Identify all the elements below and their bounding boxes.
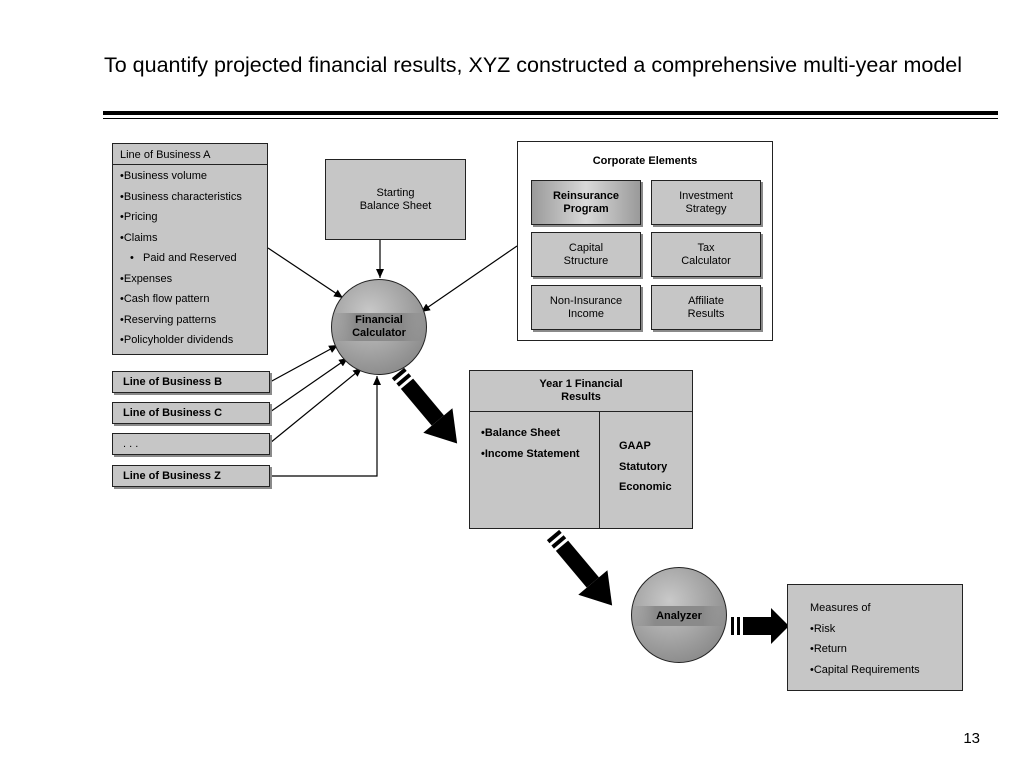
year1-right-list: GAAP Statutory Economic — [619, 436, 689, 498]
lob-a-item: •Business volume — [120, 170, 208, 182]
title-rule-thin — [103, 118, 998, 119]
slide-title: To quantify projected financial results,… — [104, 53, 963, 77]
year1-right-item: GAAP — [619, 440, 651, 452]
starting-balance-sheet-box: Starting Balance Sheet — [325, 159, 466, 240]
flow-arrow-calculator-to-results — [391, 367, 458, 444]
lob-a-item: •Pricing — [120, 211, 158, 223]
lob-etc-box: . . . — [112, 433, 270, 455]
year1-results-panel — [469, 370, 693, 529]
flow-arrow-analyzer-to-measures — [731, 608, 789, 644]
year1-left-item: •Balance Sheet — [481, 427, 561, 439]
lob-a-list: •Business volume •Business characteristi… — [120, 166, 267, 351]
measures-item: •Capital Requirements — [810, 663, 920, 676]
lob-a-item: • Paid and Reserved — [130, 252, 237, 264]
investment-strategy-box: Investment Strategy — [651, 180, 761, 225]
lob-c-box: Line of Business C — [112, 402, 270, 424]
connector-lob-z — [270, 376, 381, 477]
measures-panel: Measures of •Risk •Return •Capital Requi… — [787, 584, 963, 691]
year1-results-header: Year 1 Financial Results — [469, 370, 693, 412]
year1-right-item: Statutory — [619, 460, 668, 473]
lob-z-box: Line of Business Z — [112, 465, 270, 487]
tax-calculator-box: Tax Calculator — [651, 232, 761, 277]
year1-left-item: •Income Statement — [481, 447, 580, 460]
lob-a-panel: •Business volume •Business characteristi… — [112, 165, 268, 355]
year1-left-list: •Balance Sheet •Income Statement — [481, 423, 596, 464]
reinsurance-program-box: Reinsurance Program — [531, 180, 641, 225]
corporate-elements-title: Corporate Elements — [592, 155, 698, 167]
connector-lob-a — [267, 247, 344, 299]
page-number: 13 — [963, 730, 980, 747]
lob-a-item: •Cash flow pattern — [120, 293, 210, 305]
connector-corporate — [420, 245, 518, 313]
lob-a-header: Line of Business A — [112, 143, 268, 165]
lob-a-item: •Policyholder dividends — [120, 334, 234, 346]
year1-divider — [599, 412, 600, 529]
capital-structure-box: Capital Structure — [531, 232, 641, 277]
measures-item: •Risk — [810, 622, 836, 635]
year1-right-item: Economic — [619, 481, 672, 493]
connector-lob-c — [269, 357, 349, 413]
lob-a-item: •Business characteristics — [120, 190, 242, 203]
measures-title: Measures of — [810, 602, 871, 614]
connector-lob-b — [269, 344, 339, 383]
lob-a-item: •Expenses — [120, 272, 173, 285]
lob-b-box: Line of Business B — [112, 371, 270, 393]
non-insurance-income-box: Non-Insurance Income — [531, 285, 641, 330]
title-rule-thick — [103, 111, 998, 115]
financial-calculator-label: Financial Calculator — [331, 313, 427, 341]
connector-lob-etc — [269, 367, 363, 444]
lob-a-item: •Claims — [120, 231, 158, 244]
measures-item: •Return — [810, 643, 847, 655]
analyzer-label: Analyzer — [631, 606, 727, 626]
lob-a-item: •Reserving patterns — [120, 313, 217, 326]
affiliate-results-box: Affiliate Results — [651, 285, 761, 330]
flow-arrow-results-to-analyzer — [546, 529, 613, 606]
